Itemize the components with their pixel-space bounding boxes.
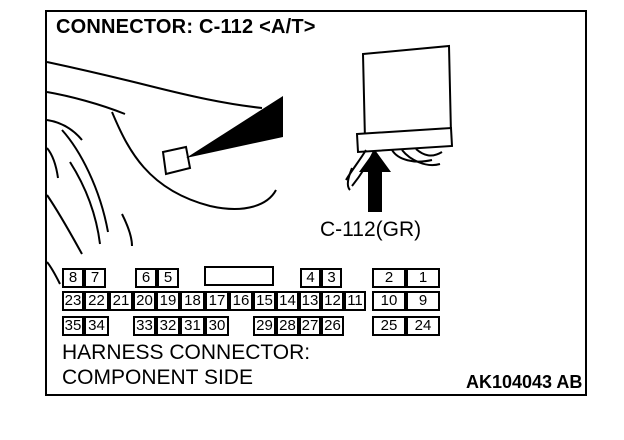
- connector-title: CONNECTOR: C-112 <A/T>: [56, 16, 316, 38]
- pin-9: 9: [406, 291, 440, 311]
- pointer-wedge: [186, 96, 283, 158]
- pin-10: 10: [372, 291, 406, 311]
- pin-4: 4: [300, 268, 321, 288]
- component-side-label: COMPONENT SIDE: [62, 366, 253, 389]
- pin-16: 16: [229, 291, 253, 311]
- pin-25: 25: [372, 316, 406, 336]
- pin-1: 1: [406, 268, 440, 288]
- pin-33: 33: [133, 316, 156, 336]
- pin-13: 13: [299, 291, 321, 311]
- pin-19: 19: [156, 291, 180, 311]
- pin-key-slot: [204, 266, 274, 286]
- pin-24: 24: [406, 316, 440, 336]
- pin-29: 29: [253, 316, 276, 336]
- pin-11: 11: [344, 291, 366, 311]
- pin-26: 26: [321, 316, 344, 336]
- connector-label: C-112(GR): [320, 218, 422, 241]
- up-arrow: [359, 150, 391, 212]
- component-box: [355, 44, 454, 154]
- pin-32: 32: [156, 316, 180, 336]
- pin-17: 17: [205, 291, 229, 311]
- pin-27: 27: [299, 316, 321, 336]
- pin-15: 15: [253, 291, 276, 311]
- pin-8: 8: [62, 268, 84, 288]
- pin-12: 12: [321, 291, 344, 311]
- pin-2: 2: [372, 268, 406, 288]
- wire-harness: [345, 148, 443, 191]
- pin-14: 14: [276, 291, 299, 311]
- pin-6: 6: [135, 268, 157, 288]
- diagram-frame: [45, 10, 587, 396]
- figure-code: AK104043 AB: [466, 372, 583, 392]
- pin-7: 7: [84, 268, 106, 288]
- dashboard-lines: [46, 61, 277, 285]
- pin-3: 3: [321, 268, 342, 288]
- pin-30: 30: [205, 316, 229, 336]
- pin-28: 28: [276, 316, 299, 336]
- pin-31: 31: [180, 316, 205, 336]
- pin-21: 21: [109, 291, 133, 311]
- pin-23: 23: [62, 291, 84, 311]
- pin-20: 20: [133, 291, 156, 311]
- pin-5: 5: [157, 268, 179, 288]
- harness-connector-label: HARNESS CONNECTOR:: [62, 341, 311, 364]
- dash-connector: [161, 145, 192, 176]
- pin-35: 35: [62, 316, 84, 336]
- pin-34: 34: [84, 316, 109, 336]
- pin-18: 18: [180, 291, 205, 311]
- pin-22: 22: [84, 291, 109, 311]
